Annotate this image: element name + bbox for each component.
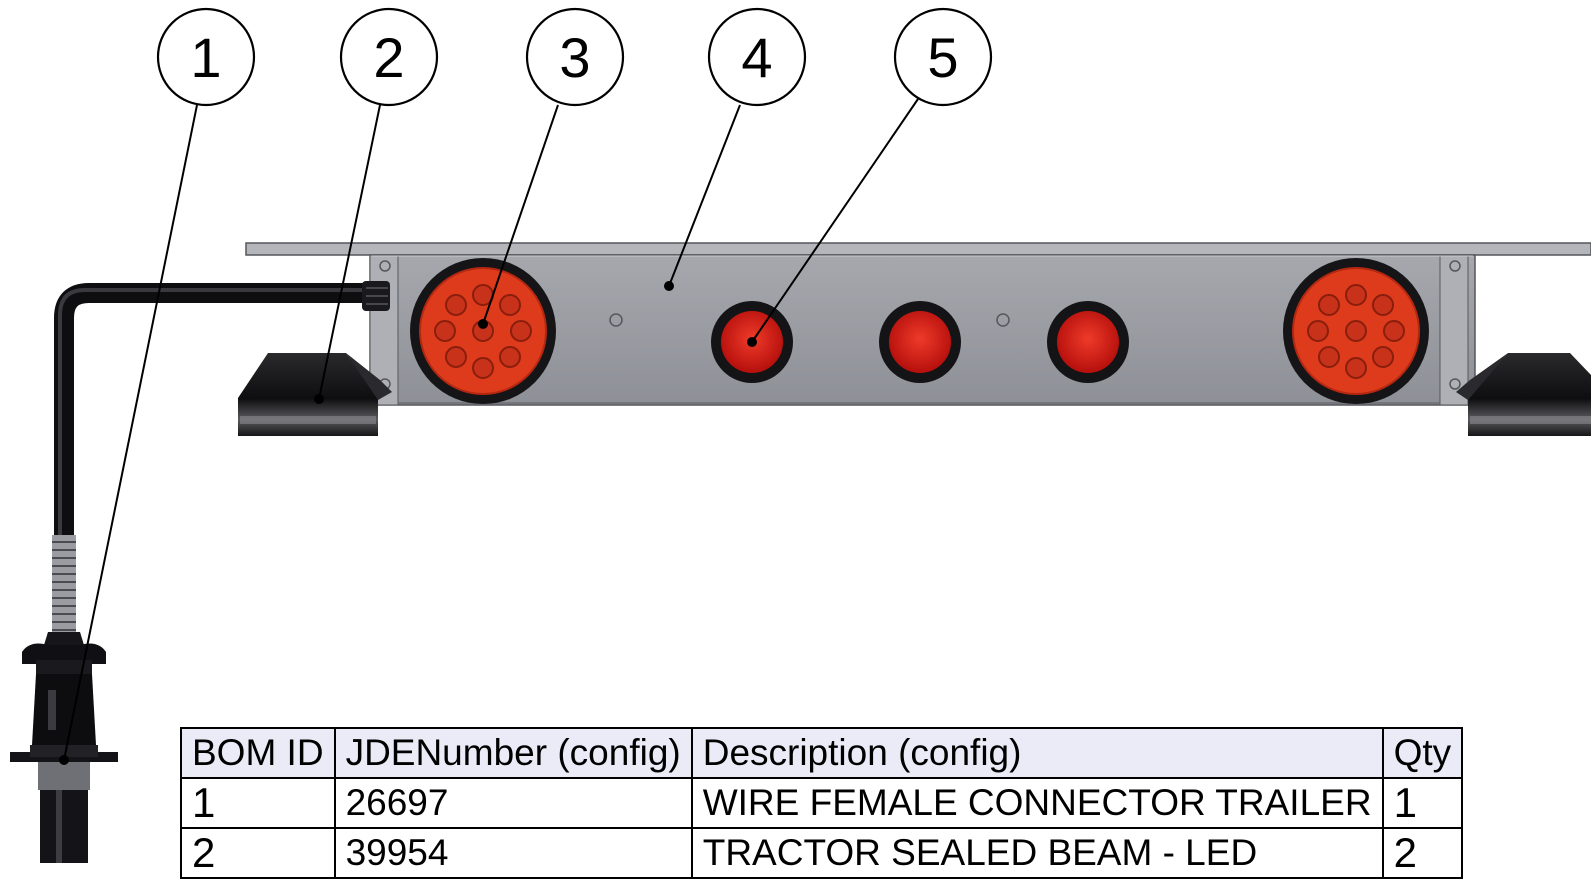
column-header-jde-number: JDENumber (config)	[333, 727, 693, 779]
callout-balloon-3: 3	[525, 7, 625, 107]
callout-balloon-1: 1	[156, 7, 256, 107]
jde-number-cell: 26697	[333, 777, 693, 829]
qty-cell: 1	[1381, 777, 1464, 829]
jde-number-cell: 39954	[333, 827, 693, 879]
callout-balloon-5: 5	[893, 7, 993, 107]
callout-balloon-4: 4	[707, 7, 807, 107]
table-row: 2 39954 TRACTOR SEALED BEAM - LED 2	[180, 827, 1464, 879]
callout-number: 5	[927, 26, 958, 89]
description-cell: TRACTOR SEALED BEAM - LED	[690, 827, 1384, 879]
callout-number: 1	[190, 26, 221, 89]
callout-number: 3	[559, 26, 590, 89]
stop-tail-lamp-icon	[410, 258, 556, 404]
description-cell: WIRE FEMALE CONNECTOR TRAILER	[690, 777, 1384, 829]
mounting-flange	[245, 242, 1591, 256]
mounting-hole	[609, 313, 623, 327]
table-row: 1 26697 WIRE FEMALE CONNECTOR TRAILER 1	[180, 777, 1464, 829]
bill-of-materials-table: BOM ID JDENumber (config) Description (c…	[180, 727, 1464, 879]
callout-number: 2	[373, 26, 404, 89]
column-header-description: Description (config)	[690, 727, 1384, 779]
leader-lines	[59, 98, 919, 765]
qty-cell: 2	[1381, 827, 1464, 879]
mounting-hole	[996, 313, 1010, 327]
column-header-bom-id: BOM ID	[180, 727, 336, 779]
callout-balloon-2: 2	[339, 7, 439, 107]
callout-number: 4	[741, 26, 772, 89]
table-header-row: BOM ID JDENumber (config) Description (c…	[180, 727, 1464, 779]
trailer-connector-plug-icon	[10, 632, 118, 863]
column-header-qty: Qty	[1381, 727, 1464, 779]
bom-id-cell: 2	[180, 827, 336, 879]
bom-id-cell: 1	[180, 777, 336, 829]
sealed-beam-lamp-icon	[1456, 353, 1591, 436]
sealed-beam-lamp-icon	[238, 353, 392, 436]
marker-lamp-icon	[879, 301, 961, 383]
stop-tail-lamp-icon	[1283, 258, 1429, 404]
wire-harness	[52, 283, 370, 635]
marker-lamp-icon	[1047, 301, 1129, 383]
